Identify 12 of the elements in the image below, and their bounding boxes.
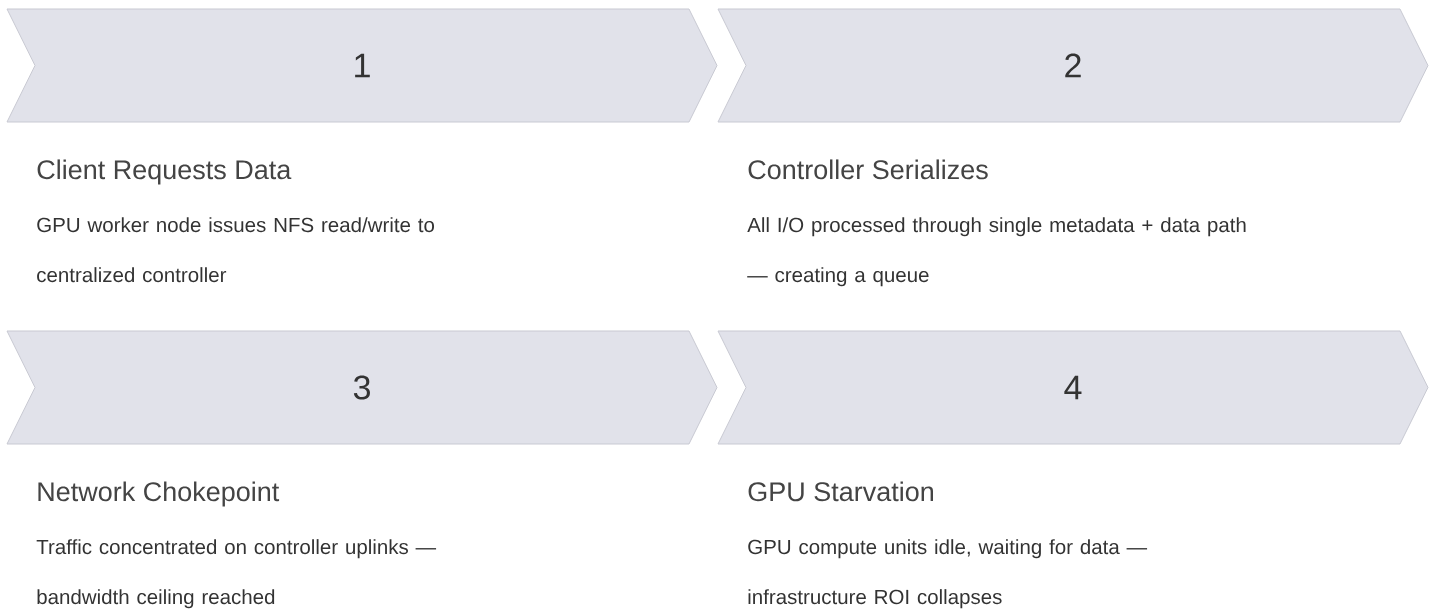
chevron: 3 bbox=[6, 330, 718, 445]
step-description: GPU worker node issues NFS read/write to centralized controller bbox=[37, 217, 435, 283]
step-heading: GPU Starvation bbox=[748, 481, 933, 502]
chevron: 1 bbox=[6, 8, 718, 123]
step-heading: Controller Serializes bbox=[748, 159, 988, 180]
step-description: GPU compute units idle, waiting for data — infrastructure ROI collapses bbox=[748, 539, 1148, 609]
step-heading: Client Requests Data bbox=[37, 159, 292, 185]
step-description: All I/O processed through single metadata + data path — creating a queue bbox=[747, 217, 1246, 287]
step-description: Traffic concentrated on controller uplinks — bandwidth ceiling reached bbox=[36, 539, 437, 609]
chevron: 4 bbox=[717, 330, 1429, 445]
step-heading: Network Chokepoint bbox=[38, 481, 280, 507]
chevron: 2 bbox=[717, 8, 1429, 123]
